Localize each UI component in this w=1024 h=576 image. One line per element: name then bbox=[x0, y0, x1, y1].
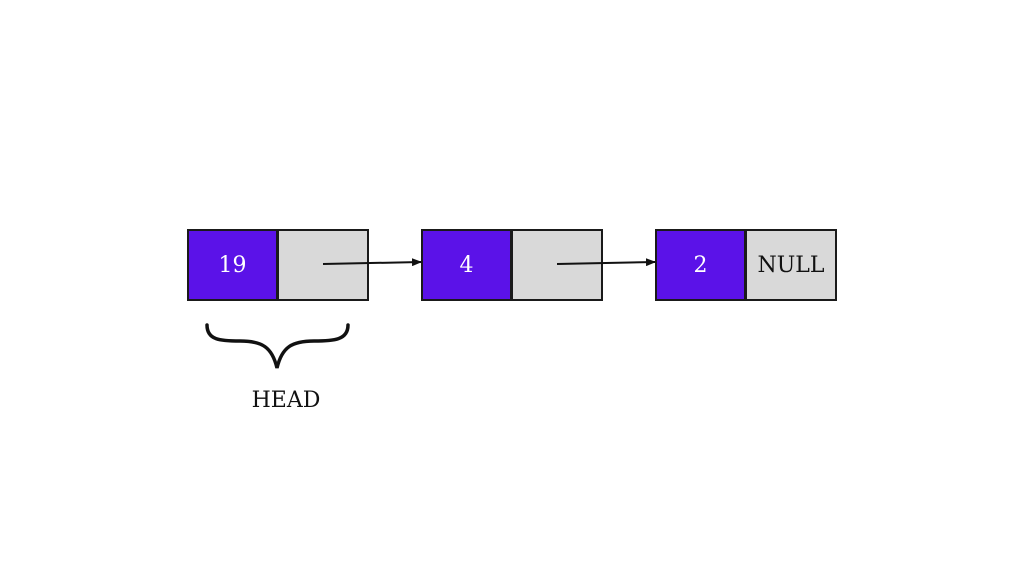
node-3-next: NULL bbox=[757, 252, 825, 278]
node-1-data-cell: 19 bbox=[187, 229, 278, 301]
node-2-data-cell: 4 bbox=[421, 229, 512, 301]
node-1-value: 19 bbox=[218, 252, 247, 278]
node-1-pointer-cell bbox=[277, 229, 369, 301]
head-brace bbox=[205, 323, 350, 369]
node-3-value: 2 bbox=[693, 252, 708, 278]
node-2-value: 4 bbox=[459, 252, 474, 278]
head-label: HEAD bbox=[251, 388, 321, 413]
node-3-pointer-cell: NULL bbox=[745, 229, 837, 301]
node-3-data-cell: 2 bbox=[655, 229, 746, 301]
node-2-pointer-cell bbox=[511, 229, 603, 301]
